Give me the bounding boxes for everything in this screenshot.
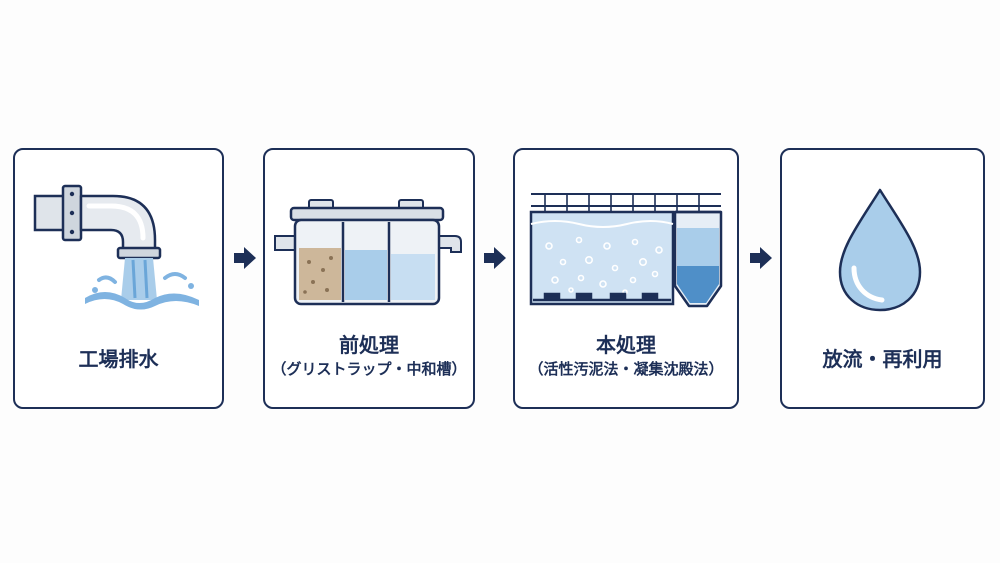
step-card-main-treatment: 本処理 （活性汚泥法・凝集沈殿法）: [513, 148, 739, 409]
step-card-discharge-reuse: 放流・再利用: [780, 148, 985, 409]
arrow-right-icon: [750, 247, 772, 269]
step-card-pretreatment: 前処理 （グリストラップ・中和槽）: [263, 148, 475, 409]
pipe-discharge-icon: [33, 184, 199, 310]
step-title: 工場排水: [78, 347, 159, 371]
step-subtitle: （活性汚泥法・凝集沈殿法）: [528, 360, 724, 378]
step-title: 放流・再利用: [822, 347, 943, 371]
arrow-right-icon: [484, 247, 506, 269]
step-subtitle: （グリストラップ・中和槽）: [271, 360, 467, 378]
pretreatment-tank-icon: [274, 199, 462, 306]
step-title: 本処理: [596, 333, 656, 357]
aeration-tank-icon: [529, 193, 723, 308]
arrow-right-icon: [234, 247, 256, 269]
step-title: 前処理: [339, 333, 399, 357]
step-card-factory-wastewater: 工場排水: [13, 148, 224, 409]
water-drop-icon: [838, 188, 922, 312]
